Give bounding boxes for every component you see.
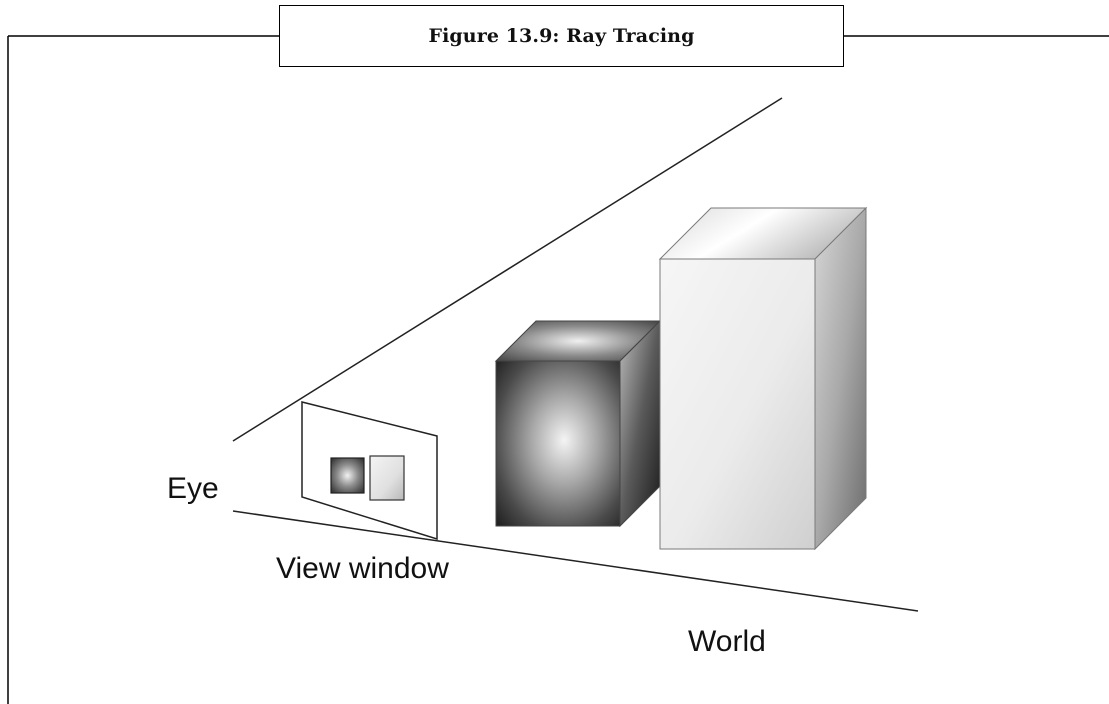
page-frame-lines	[7, 35, 1109, 704]
figure-caption: Figure 13.9: Ray Tracing	[428, 25, 695, 47]
dark-cube-front	[495, 360, 621, 527]
eye-label: Eye	[167, 472, 219, 505]
view-window-dark-square	[330, 457, 365, 494]
lower-ray	[232, 510, 919, 612]
view-window-light-square	[369, 455, 405, 501]
world-label: World	[688, 625, 766, 658]
view-window-label: View window	[276, 552, 449, 585]
upper-ray	[232, 97, 783, 442]
light-box-front	[659, 258, 816, 550]
frustum-rays	[232, 97, 919, 612]
light-tall-box	[658, 206, 868, 551]
figure-caption-box: Figure 13.9: Ray Tracing	[279, 5, 844, 67]
light-box-side	[814, 206, 867, 551]
view-window	[301, 401, 438, 541]
dark-cube	[494, 319, 662, 528]
